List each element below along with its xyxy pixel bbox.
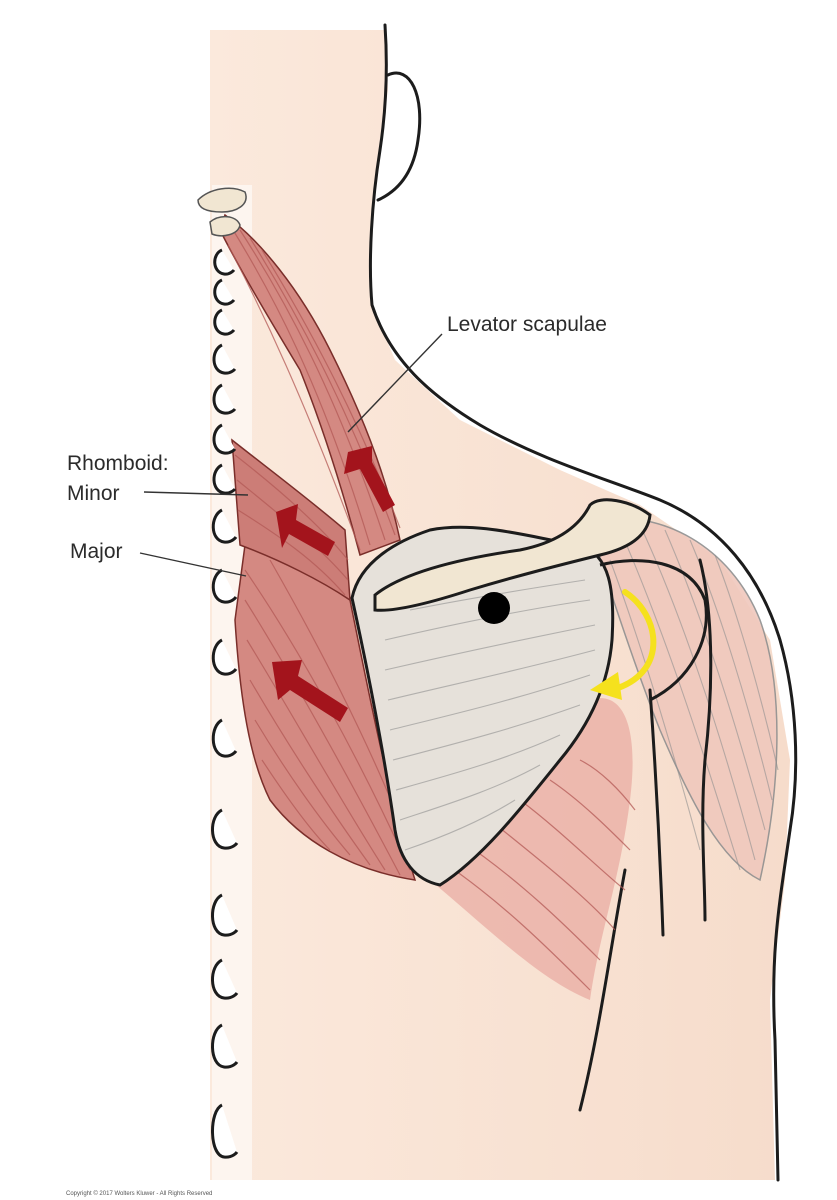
- underarm-outline: [578, 868, 627, 1112]
- neck-outline: [368, 23, 798, 832]
- curved-yellow-arrow-icon: [590, 589, 657, 700]
- c1-transverse-process: [197, 187, 247, 213]
- triceps-line: [698, 558, 713, 922]
- red-arrow-icon: [272, 660, 348, 722]
- copyright-notice: Copyright © 2017 Wolters Kluwer - All Ri…: [66, 1190, 212, 1197]
- red-arrow-icon: [276, 504, 335, 556]
- lower-muscle-mass: [430, 698, 633, 1000]
- vertebral-column: [211, 248, 239, 1159]
- black-dot-icon: [478, 592, 510, 624]
- levator-leader-line: [347, 333, 443, 433]
- teres-line: [648, 688, 665, 937]
- lower-fibers: [439, 759, 636, 991]
- minor-leader-line: [143, 491, 249, 496]
- scapular-spine: [373, 498, 652, 612]
- arm-outline: [772, 828, 792, 1182]
- rhomboid-major-label: Major: [70, 540, 123, 563]
- red-arrow-icon: [344, 446, 395, 512]
- levator-scapulae-label: Levator scapulae: [447, 313, 607, 336]
- ear-outline: [376, 71, 422, 202]
- c2-transverse-process: [209, 216, 241, 237]
- humeral-head-outline: [599, 559, 708, 702]
- rhomboid-heading-label: Rhomboid:: [67, 452, 169, 475]
- major-leader-line: [139, 552, 247, 577]
- rhomboid-minor-label: Minor: [67, 482, 120, 505]
- scapula-bone: [350, 525, 615, 887]
